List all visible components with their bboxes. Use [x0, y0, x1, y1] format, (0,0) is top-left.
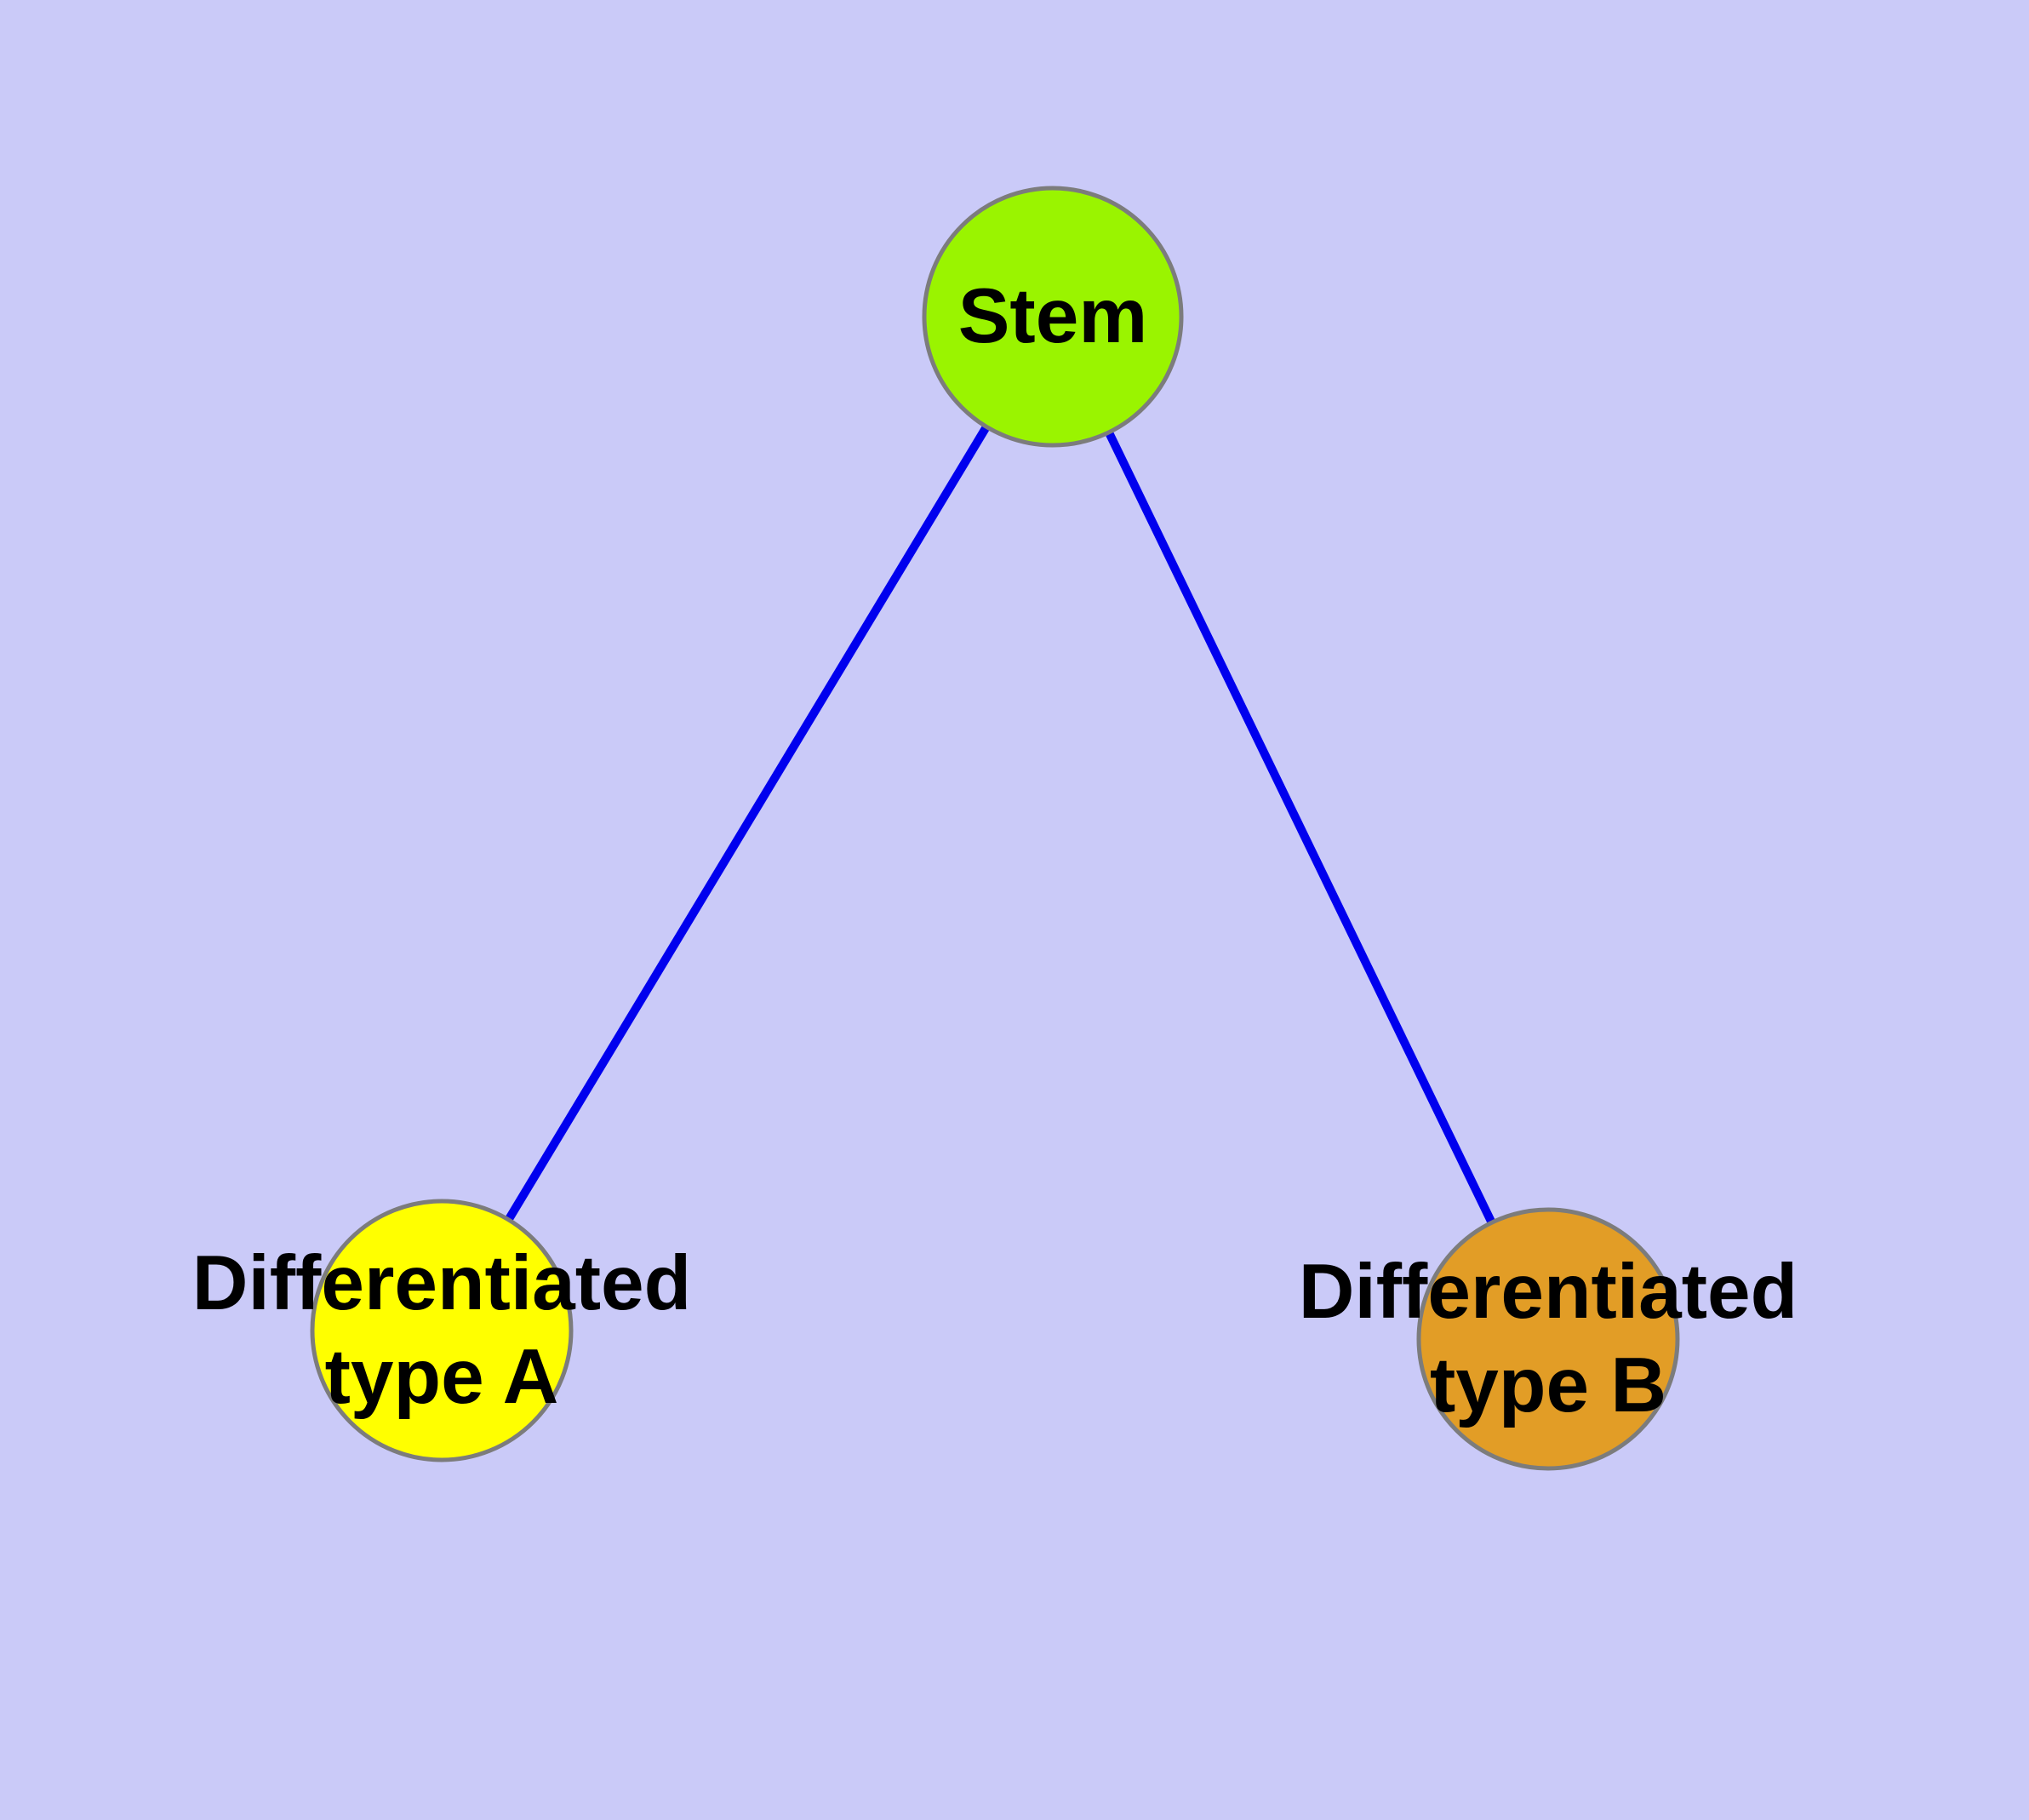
edge-stem-to-type-a	[437, 314, 1057, 1333]
node-differentiated-type-b[interactable]	[1416, 1207, 1680, 1471]
node-stem[interactable]	[922, 186, 1184, 448]
node-differentiated-type-a[interactable]	[310, 1199, 574, 1462]
edge-stem-to-type-b	[1049, 314, 1552, 1342]
